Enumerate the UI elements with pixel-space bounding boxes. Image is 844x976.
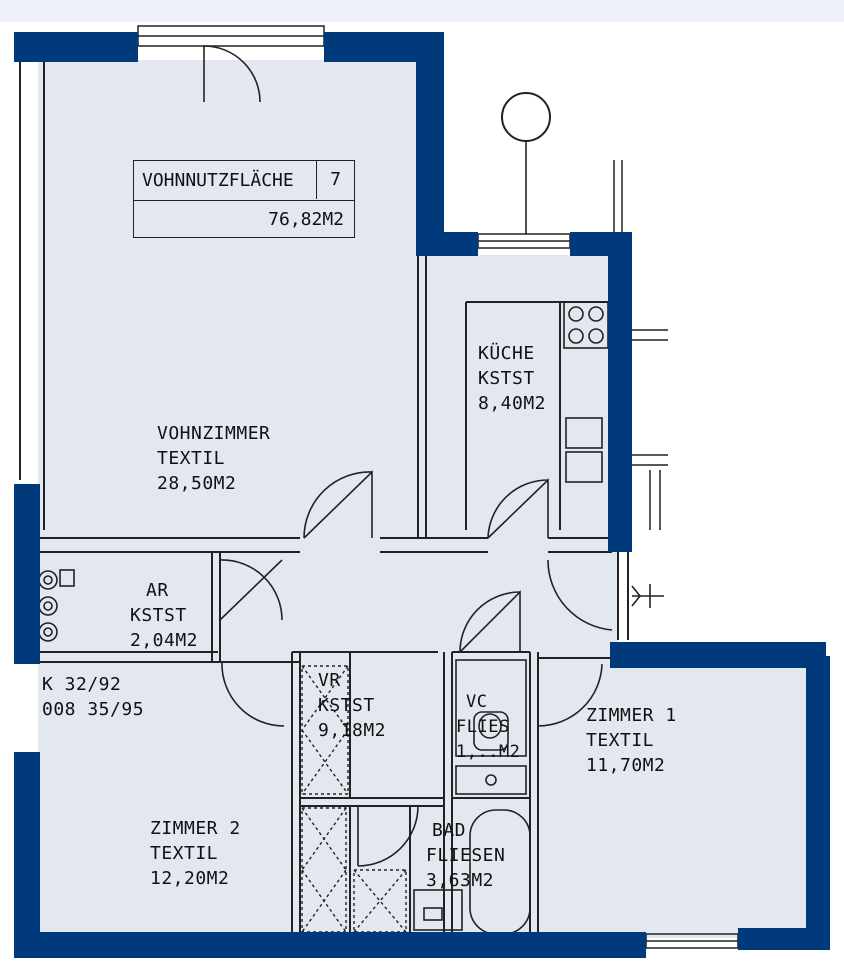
unit-number: 7 <box>316 161 354 199</box>
unit-area-table: VOHNNUTZFLÄCHE 7 76,82M2 <box>133 160 355 238</box>
room-area: 11,70M2 <box>586 755 666 776</box>
room-floor: KSTST <box>478 368 535 389</box>
room-name: VOHNZIMMER <box>157 423 271 444</box>
room-area: 28,50M2 <box>157 473 237 494</box>
exterior-walls <box>14 32 830 958</box>
room-name: AR <box>146 580 169 601</box>
room-area: 2,04M2 <box>130 630 199 651</box>
room-floor: TEXTIL <box>157 448 226 469</box>
room-floor: FLIESEN <box>426 845 506 866</box>
room-floor: TEXTIL <box>150 843 219 864</box>
door-swings <box>203 45 613 867</box>
entrance-arrow <box>631 584 664 608</box>
room-area: 1,..M2 <box>456 742 521 762</box>
unit-title: VOHNNUTZFLÄCHE <box>142 170 294 191</box>
room-label-kueche: KÜCHE KSTST 8,40M2 <box>478 341 546 416</box>
room-label-vr: VR KSTST 9,18M2 <box>318 668 386 743</box>
room-label-zimmer2: ZIMMER 2 TEXTIL 12,20M2 <box>150 816 241 891</box>
room-floor: TEXTIL <box>586 730 655 751</box>
room-floor: KSTST <box>130 605 187 626</box>
plan-note-2: 008 35/95 <box>42 699 145 720</box>
room-floor: FLIES <box>456 717 510 737</box>
room-label-wohnzimmer: VOHNZIMMER TEXTIL 28,50M2 <box>157 421 270 496</box>
room-label-zimmer1: ZIMMER 1 TEXTIL 11,70M2 <box>586 703 677 778</box>
room-label-bad: BAD FLIESEN 3,63M2 <box>426 818 505 893</box>
room-floor: KSTST <box>318 695 375 716</box>
room-area: 9,18M2 <box>318 720 387 741</box>
room-name: ZIMMER 1 <box>586 705 677 726</box>
room-label-wc: VC FLIES 1,..M2 <box>456 690 520 765</box>
room-area: 3,63M2 <box>426 870 495 891</box>
room-name: BAD <box>432 820 467 841</box>
room-name: ZIMMER 2 <box>150 818 241 839</box>
room-name: VR <box>318 670 341 691</box>
room-area: 12,20M2 <box>150 868 230 889</box>
plan-notes: K 32/92 008 35/95 <box>42 672 144 722</box>
unit-area: 76,82M2 <box>268 209 344 230</box>
room-name: KÜCHE <box>478 343 535 364</box>
plan-note-1: K 32/92 <box>42 674 122 695</box>
room-label-ar: AR KSTST 2,04M2 <box>130 578 198 653</box>
room-area: 8,40M2 <box>478 393 547 414</box>
room-name: VC <box>466 692 488 712</box>
interior-walls <box>19 60 629 938</box>
